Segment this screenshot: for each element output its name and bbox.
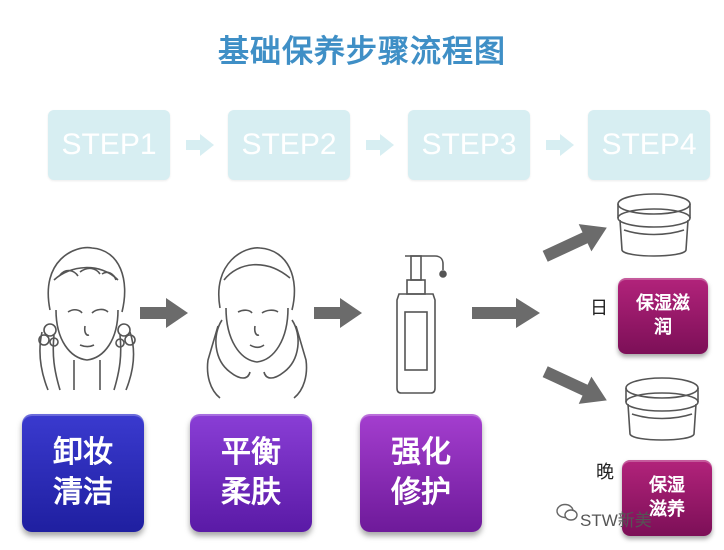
face-washing-icon bbox=[38, 246, 136, 391]
night-card-line1: 保湿 bbox=[649, 475, 685, 496]
step-4: STEP4 bbox=[588, 110, 710, 180]
cream-jar-icon bbox=[625, 377, 699, 441]
face-hands-icon bbox=[206, 247, 308, 399]
cream-jar-icon bbox=[617, 193, 691, 257]
page-title: 基础保养步骤流程图 bbox=[218, 34, 506, 70]
day-card-line1: 保湿滋 bbox=[636, 293, 690, 314]
pump-bottle-icon bbox=[396, 255, 447, 394]
step-2: STEP2 bbox=[228, 110, 350, 180]
cleanse-card: 卸妆 清洁 bbox=[22, 414, 144, 532]
cleanse-card-line2: 清洁 bbox=[53, 475, 113, 510]
tone-card: 平衡 柔肤 bbox=[190, 414, 312, 532]
watermark: STW新美 bbox=[580, 511, 652, 530]
night-card-line2: 滋养 bbox=[649, 499, 685, 520]
step-3: STEP3 bbox=[408, 110, 530, 180]
cleanse-card-line1: 卸妆 bbox=[53, 435, 113, 470]
night-nourish-card: 保湿 滋养 bbox=[622, 460, 712, 536]
step-arrow-icon bbox=[366, 134, 394, 156]
arrow-right-icon bbox=[314, 298, 362, 328]
day-card-line2: 润 bbox=[654, 317, 672, 338]
day-label: 日 bbox=[590, 298, 608, 319]
repair-card-line1: 强化 bbox=[391, 435, 451, 470]
repair-card-line2: 修护 bbox=[391, 475, 451, 510]
arrow-up-right-icon bbox=[542, 224, 607, 262]
day-moisturize-card: 保湿滋 润 bbox=[618, 278, 708, 354]
arrow-down-right-icon bbox=[542, 366, 607, 404]
wechat-icon bbox=[556, 503, 578, 521]
tone-card-line1: 平衡 bbox=[221, 435, 281, 470]
arrow-right-icon bbox=[140, 298, 188, 328]
step-1: STEP1 bbox=[48, 110, 170, 180]
night-label: 晚 bbox=[596, 462, 614, 483]
arrow-right-icon bbox=[472, 298, 540, 328]
tone-card-line2: 柔肤 bbox=[221, 475, 281, 510]
step-arrow-icon bbox=[546, 134, 574, 156]
step-arrow-icon bbox=[186, 134, 214, 156]
repair-card: 强化 修护 bbox=[360, 414, 482, 532]
